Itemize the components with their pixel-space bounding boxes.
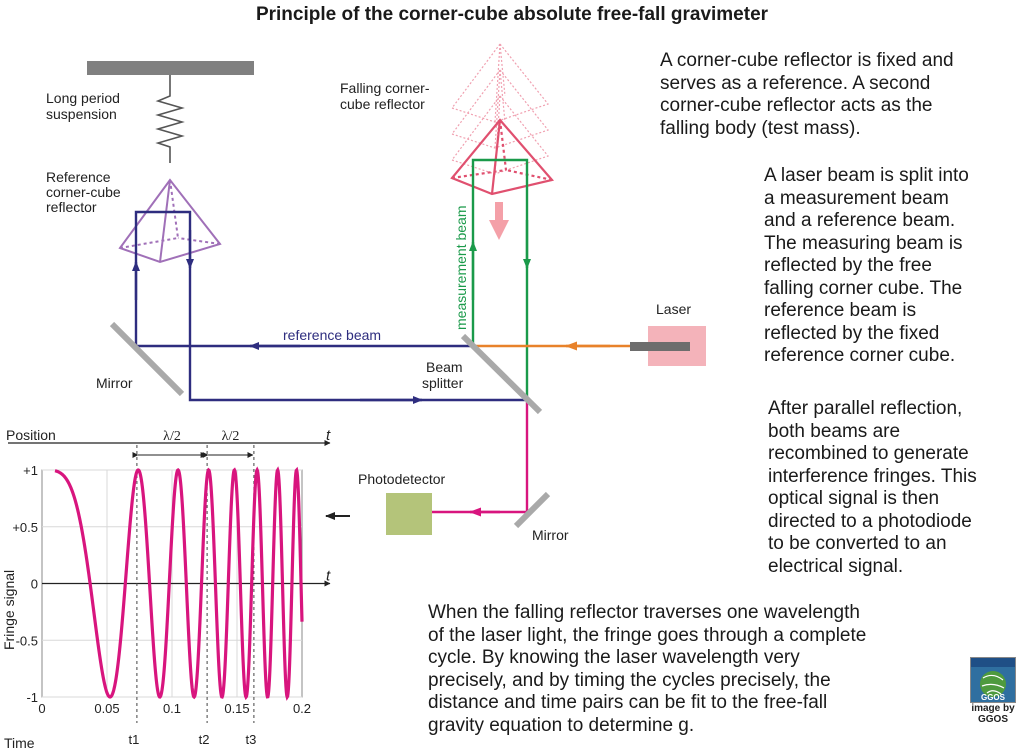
x-tick-label: 0.15 bbox=[224, 701, 249, 716]
paragraph-recombination: After parallel reflection, both beams ar… bbox=[768, 398, 977, 577]
page-title: Principle of the corner-cube absolute fr… bbox=[255, 4, 769, 25]
fall-direction-arrow bbox=[489, 202, 509, 240]
y-tick-label: -0.5 bbox=[16, 633, 38, 648]
time-label: Time bbox=[4, 735, 35, 751]
signal-beam-path bbox=[432, 400, 529, 517]
falling-label-line2: cube reflector bbox=[340, 96, 425, 112]
paragraph-beam-split: A laser beam is split into a measurement… bbox=[764, 165, 969, 366]
x-tick-label: 0.2 bbox=[293, 701, 311, 716]
photodetector bbox=[386, 493, 432, 535]
marker-label: t2 bbox=[199, 732, 210, 747]
paragraph-reference-cubes: A corner-cube reflector is fixed and ser… bbox=[660, 50, 954, 139]
y-tick-label: +0.5 bbox=[12, 520, 38, 535]
x-tick-label: 0.05 bbox=[94, 701, 119, 716]
y-tick-label: 0 bbox=[31, 577, 38, 592]
beam-splitter bbox=[460, 333, 543, 415]
marker-label: t1 bbox=[128, 732, 139, 747]
y-axis-label: Fringe signal bbox=[1, 570, 17, 650]
measurement-beam-path bbox=[469, 158, 531, 397]
paragraph-fringe-cycle: When the falling reflector traverses one… bbox=[428, 602, 867, 736]
falling-cube-ghosts bbox=[451, 43, 550, 175]
marker-label: t3 bbox=[245, 732, 256, 747]
svg-text:GGOS: GGOS bbox=[981, 693, 1006, 702]
x-tick-label: 0 bbox=[38, 701, 45, 716]
time-axis-symbol: t bbox=[326, 568, 331, 585]
mirror-right bbox=[513, 491, 551, 529]
reference-label-line2: corner-cube bbox=[46, 184, 121, 200]
suspension-label-line1: Long period bbox=[46, 90, 120, 106]
y-tick-label: +1 bbox=[23, 463, 38, 478]
interval-label: λ/2 bbox=[222, 429, 240, 444]
badge-caption: image by GGOS bbox=[971, 703, 1015, 725]
reference-label-line3: reflector bbox=[46, 199, 97, 215]
mirror-left-label: Mirror bbox=[96, 375, 133, 391]
reference-beam-path bbox=[132, 210, 527, 404]
laser-label: Laser bbox=[656, 301, 691, 317]
mirror-right-label: Mirror bbox=[532, 527, 569, 543]
laser-tube bbox=[630, 342, 690, 351]
interval-label: λ/2 bbox=[163, 429, 181, 444]
reference-label-line1: Reference bbox=[46, 169, 111, 185]
x-tick-label: 0.1 bbox=[163, 701, 181, 716]
position-axis-label: Position bbox=[6, 427, 56, 443]
fringe-signal-line bbox=[54, 466, 304, 701]
suspension-spring bbox=[155, 75, 185, 163]
suspension-label-line2: suspension bbox=[46, 106, 117, 122]
measurement-beam-label: measurement beam bbox=[453, 205, 469, 330]
y-tick-label: -1 bbox=[26, 690, 38, 705]
falling-corner-cube bbox=[450, 118, 555, 196]
ggos-logo-icon: GGOS bbox=[970, 657, 1016, 703]
suspension-mount bbox=[87, 61, 254, 75]
beam-splitter-label-line2: splitter bbox=[422, 375, 464, 391]
reference-beam-label: reference beam bbox=[283, 327, 381, 343]
beam-splitter-label-line1: Beam bbox=[426, 359, 463, 375]
position-axis-symbol: t bbox=[326, 427, 331, 444]
ggos-badge: GGOS image by GGOS bbox=[966, 657, 1020, 725]
photodetector-label: Photodetector bbox=[358, 471, 446, 487]
falling-label-line1: Falling corner- bbox=[340, 80, 430, 96]
mirror-left bbox=[109, 321, 185, 397]
